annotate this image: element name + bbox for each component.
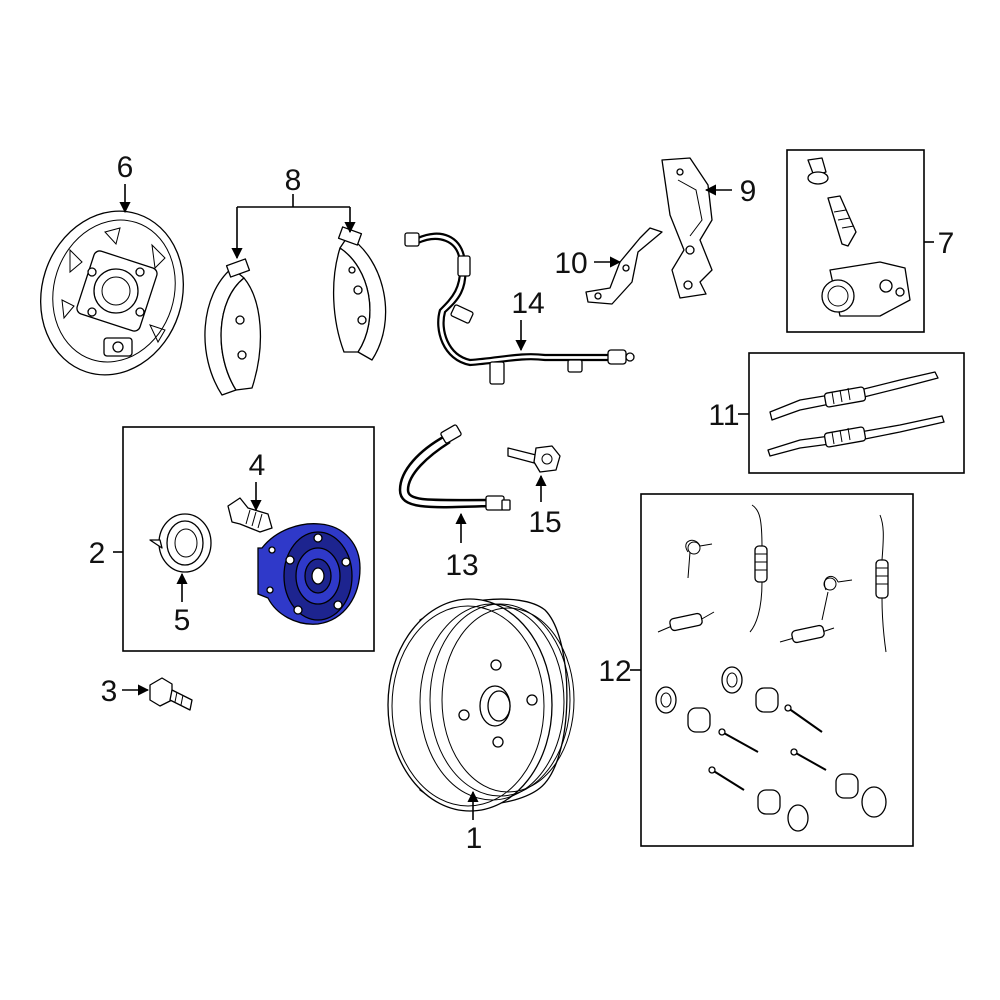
brake-hose[interactable]: [398, 424, 511, 511]
backing-plate[interactable]: [20, 192, 204, 393]
callout-14: 14: [511, 287, 544, 320]
bracket-large[interactable]: [661, 157, 713, 299]
callout-3: 3: [101, 675, 118, 708]
wheel-cylinder[interactable]: [821, 261, 911, 317]
wheel-cylinder-kit-box: [786, 149, 925, 333]
callout-1: 1: [466, 822, 483, 855]
brake-shoe-right[interactable]: [332, 226, 387, 361]
callout-7: 7: [938, 227, 955, 260]
hub-assembly-box: [122, 426, 375, 652]
callout-6: 6: [117, 151, 134, 184]
return-spring-long-right[interactable]: [875, 514, 889, 653]
adjuster-spring-left[interactable]: [657, 611, 715, 633]
adjuster-spring-right[interactable]: [779, 624, 835, 644]
callout-10: 10: [554, 247, 587, 280]
union-bolt[interactable]: [507, 445, 561, 473]
hub-bolt[interactable]: [227, 497, 273, 533]
wheel-bearing[interactable]: [149, 513, 212, 573]
callout-2: 2: [89, 537, 106, 570]
adjuster-upper[interactable]: [769, 371, 939, 421]
mounting-bolt[interactable]: [149, 677, 193, 711]
return-spring-long-left[interactable]: [749, 504, 768, 633]
bracket-small[interactable]: [585, 227, 663, 305]
spring-cups[interactable]: [655, 666, 887, 832]
hold-down-spring-left[interactable]: [685, 539, 713, 579]
hub-assembly[interactable]: [257, 523, 361, 625]
adjuster-lower[interactable]: [767, 415, 945, 457]
callout-12: 12: [598, 655, 631, 688]
callout-15: 15: [528, 506, 561, 539]
callout-9: 9: [740, 175, 757, 208]
hold-down-spring-right[interactable]: [821, 575, 853, 621]
callout-11: 11: [708, 399, 739, 432]
hold-down-pins[interactable]: [708, 704, 827, 791]
brake-shoe-left[interactable]: [204, 258, 261, 396]
brake-drum[interactable]: [387, 598, 575, 812]
callout-13: 13: [445, 549, 478, 582]
callout-5: 5: [174, 604, 191, 637]
abs-sensor-wire[interactable]: [404, 232, 635, 385]
bleeder-screw[interactable]: [827, 195, 857, 247]
callout-4: 4: [249, 449, 266, 482]
bleeder-cap[interactable]: [807, 157, 829, 185]
callout-8: 8: [285, 164, 302, 197]
adjuster-kit-box: [748, 352, 965, 474]
